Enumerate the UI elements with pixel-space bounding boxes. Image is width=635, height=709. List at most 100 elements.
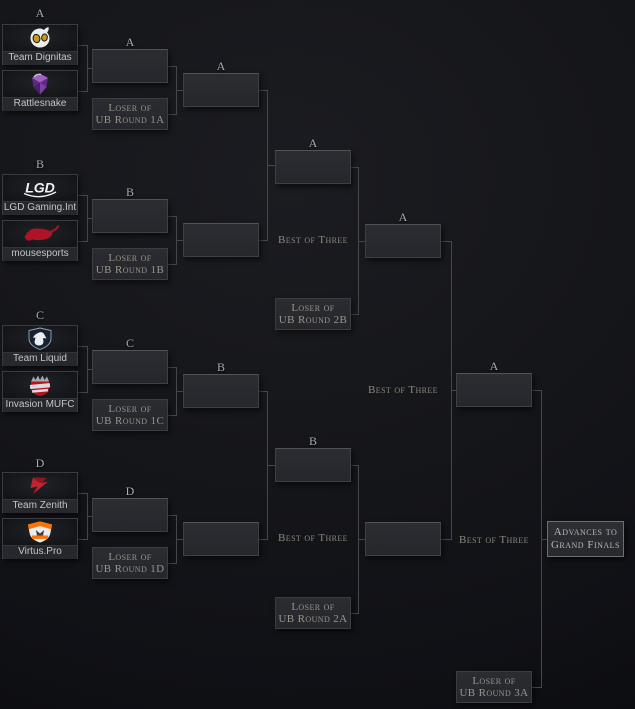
connector-line — [78, 492, 88, 494]
lgd-logo: LGD — [3, 175, 77, 201]
match-slot-r1-c[interactable] — [92, 350, 168, 384]
loser-slot-line: Loser of — [108, 102, 152, 114]
match-slot-r1-a[interactable] — [92, 49, 168, 83]
advances-to-grand-finals-box: Advances to Grand Finals — [547, 521, 624, 557]
team-box-invasion-mufc[interactable]: Invasion MUFC — [2, 371, 78, 412]
connector-line — [168, 215, 177, 217]
connector-line — [351, 612, 359, 614]
best-of-note: Best of Three — [459, 534, 529, 546]
loser-slot-ub2b: Loser of UB Round 2B — [275, 298, 351, 330]
connector-line — [358, 240, 365, 242]
match-slot-r4-b[interactable] — [365, 522, 441, 556]
connector-line — [78, 240, 88, 242]
team-box-liquid[interactable]: Team Liquid — [2, 325, 78, 366]
connector-line — [351, 464, 359, 466]
match-slot-r3-a[interactable] — [275, 150, 351, 184]
connector-line — [78, 345, 88, 347]
advance-line: Advances to — [553, 526, 618, 538]
team-liquid-logo — [3, 326, 77, 352]
final-label-a: A — [489, 359, 499, 373]
round1-label-a: A — [125, 35, 135, 49]
team-box-zenith[interactable]: Team Zenith — [2, 472, 78, 513]
connector-line — [168, 263, 177, 265]
connector-line — [176, 89, 183, 91]
match-slot-r3-b[interactable] — [275, 448, 351, 482]
invasion-mufc-logo — [3, 372, 77, 398]
connector-line — [168, 113, 177, 115]
loser-slot-line: UB Round 2B — [278, 314, 348, 326]
match-slot-final[interactable] — [456, 373, 532, 407]
loser-slot-line: Loser of — [108, 551, 152, 563]
connector-line — [267, 464, 275, 466]
connector-line — [351, 166, 359, 168]
round4-label-a: A — [398, 210, 408, 224]
team-name: Virtus.Pro — [3, 545, 77, 559]
loser-slot-line: Loser of — [108, 252, 152, 264]
match-slot-r2-3[interactable] — [183, 374, 259, 408]
team-name: Invasion MUFC — [3, 398, 77, 412]
loser-slot-line: UB Round 2A — [278, 613, 348, 625]
connector-line — [87, 67, 92, 69]
connector-line — [358, 538, 365, 540]
team-box-virtus-pro[interactable]: Virtus.Pro — [2, 518, 78, 559]
team-box-rattlesnake[interactable]: Rattlesnake — [2, 70, 78, 111]
loser-slot-line: UB Round 1D — [95, 563, 165, 575]
connector-line — [87, 217, 92, 219]
round2-label-a: A — [216, 59, 226, 73]
group-label-b: B — [35, 157, 44, 171]
loser-slot-line: Loser of — [108, 403, 152, 415]
mousesports-logo — [3, 221, 77, 247]
connector-line — [78, 391, 88, 393]
best-of-note: Best of Three — [278, 532, 348, 544]
connector-line — [78, 90, 88, 92]
loser-slot-line: Loser of — [291, 601, 335, 613]
group-label-d: D — [35, 456, 45, 470]
connector-line — [441, 240, 452, 242]
connector-line — [168, 514, 177, 516]
round3-label-a: A — [308, 136, 318, 150]
loser-slot-ub2a: Loser of UB Round 2A — [275, 597, 351, 629]
loser-slot-ub1a: Loser of UB Round 1A — [92, 98, 168, 130]
connector-line — [532, 389, 542, 391]
match-slot-r2-1[interactable] — [183, 73, 259, 107]
connector-line — [176, 390, 183, 392]
team-name: Rattlesnake — [3, 97, 77, 111]
team-box-lgd[interactable]: LGD LGD Gaming.Int — [2, 174, 78, 215]
loser-slot-line: Loser of — [472, 675, 516, 687]
connector-line — [78, 194, 88, 196]
team-zenith-logo — [3, 473, 77, 499]
match-slot-r4-a[interactable] — [365, 224, 441, 258]
connector-line — [168, 414, 177, 416]
loser-slot-ub3a: Loser of UB Round 3A — [456, 671, 532, 703]
team-box-dignitas[interactable]: Team Dignitas — [2, 24, 78, 65]
connector-line — [87, 368, 92, 370]
match-slot-r1-d[interactable] — [92, 498, 168, 532]
match-slot-r2-2[interactable] — [183, 223, 259, 257]
round1-label-c: C — [125, 336, 134, 350]
rattlesnake-logo — [3, 71, 77, 97]
loser-slot-ub1c: Loser of UB Round 1C — [92, 399, 168, 431]
connector-line — [441, 538, 452, 540]
team-box-mousesports[interactable]: mousesports — [2, 220, 78, 261]
connector-line — [176, 538, 183, 540]
round2-label-b: B — [216, 360, 225, 374]
dignitas-logo — [3, 25, 77, 51]
match-slot-r2-4[interactable] — [183, 522, 259, 556]
match-slot-r1-b[interactable] — [92, 199, 168, 233]
connector-line — [259, 390, 268, 392]
loser-slot-line: Loser of — [291, 302, 335, 314]
loser-slot-line: UB Round 1A — [95, 114, 165, 126]
team-name: LGD Gaming.Int — [3, 201, 77, 215]
round1-label-b: B — [125, 185, 134, 199]
connector-line — [168, 366, 177, 368]
svg-text:LGD: LGD — [25, 180, 55, 196]
connector-line — [259, 538, 268, 540]
round1-label-d: D — [125, 484, 135, 498]
connector-line — [78, 44, 88, 46]
connector-line — [351, 313, 359, 315]
loser-slot-line: UB Round 1B — [95, 264, 165, 276]
connector-line — [168, 65, 177, 67]
loser-slot-line: UB Round 3A — [459, 687, 529, 699]
team-name: Team Zenith — [3, 499, 77, 513]
